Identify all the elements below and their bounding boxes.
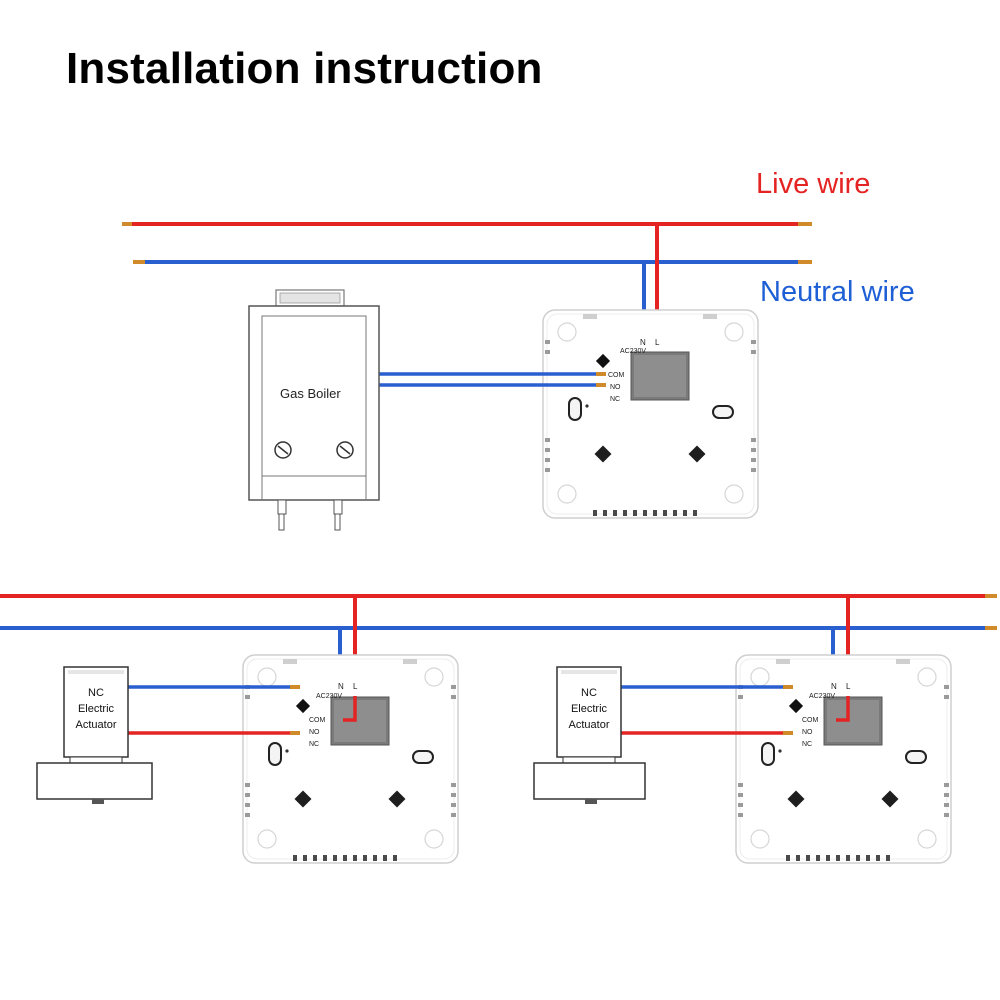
- bl-actuator-line3: Actuator: [76, 719, 117, 731]
- bl-terminal-n: N: [338, 682, 344, 691]
- top-neutral-wire: [133, 260, 812, 264]
- br-terminal-n: N: [831, 682, 837, 691]
- bl-terminal-com: COM: [309, 717, 326, 724]
- top-terminal-no: NO: [610, 384, 621, 391]
- page-title: Installation instruction: [66, 44, 543, 93]
- br-terminal-com: COM: [802, 717, 819, 724]
- br-terminal-voltage: AC230V: [809, 693, 835, 700]
- bl-terminal-voltage: AC230V: [316, 693, 342, 700]
- bottom-live-wire: [0, 594, 997, 598]
- br-terminal-l: L: [846, 682, 851, 691]
- bl-actuator-line2: Electric: [78, 703, 115, 715]
- boiler-label: Gas Boiler: [280, 386, 341, 401]
- live-wire-label: Live wire: [756, 168, 871, 200]
- bl-terminal-l: L: [353, 682, 358, 691]
- bottom-neutral-wire: [0, 626, 997, 630]
- top-thermostat: [542, 309, 759, 519]
- gas-boiler: [248, 289, 380, 531]
- top-terminal-l: L: [655, 338, 660, 347]
- br-terminal-nc: NC: [802, 741, 812, 748]
- bottom-right-actuator: [533, 666, 646, 804]
- top-terminal-voltage: AC230V: [620, 348, 646, 355]
- top-terminal-nc: NC: [610, 396, 620, 403]
- br-actuator-line2: Electric: [571, 703, 608, 715]
- top-terminal-n: N: [640, 338, 646, 347]
- br-terminal-no: NO: [802, 729, 813, 736]
- bottom-left-actuator: [36, 666, 153, 804]
- br-actuator-line3: Actuator: [569, 719, 610, 731]
- top-terminal-com: COM: [608, 372, 625, 379]
- bl-terminal-nc: NC: [309, 741, 319, 748]
- bl-actuator-line1: NC: [88, 687, 104, 699]
- br-actuator-line1: NC: [581, 687, 597, 699]
- neutral-wire-label: Neutral wire: [760, 276, 915, 308]
- bl-terminal-no: NO: [309, 729, 320, 736]
- top-live-wire: [122, 222, 812, 226]
